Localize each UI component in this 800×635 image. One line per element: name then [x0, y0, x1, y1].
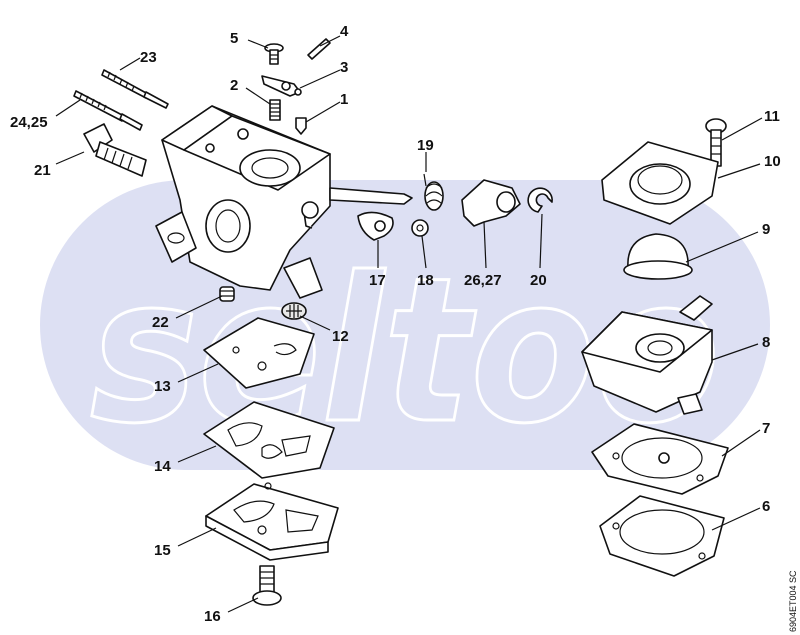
label-part-20: 20: [530, 272, 547, 289]
part-26-27-lever[interactable]: [461, 179, 521, 227]
part-17-lever[interactable]: [357, 211, 394, 241]
label-part-8: 8: [762, 334, 770, 351]
label-part-13: 13: [154, 378, 171, 395]
part-2-spring[interactable]: [269, 99, 281, 121]
part-16-screw[interactable]: [252, 565, 282, 606]
part-21-shaft[interactable]: [83, 123, 147, 177]
label-part-14: 14: [154, 458, 171, 475]
label-part-12: 12: [332, 328, 349, 345]
part-10-cover[interactable]: [601, 141, 719, 225]
label-part-3: 3: [340, 59, 348, 76]
label-part-11: 11: [764, 108, 780, 125]
label-part-15: 15: [154, 542, 171, 559]
part-14-gasket[interactable]: [203, 401, 335, 479]
label-part-5: 5: [230, 30, 238, 47]
part-13-gasket[interactable]: [203, 317, 315, 389]
part-22-jet[interactable]: [219, 286, 235, 302]
label-part-9: 9: [762, 221, 770, 238]
part-24-25-needle[interactable]: [73, 90, 143, 131]
label-part-16: 16: [204, 608, 221, 625]
label-part-4: 4: [340, 23, 349, 40]
label-part-18: 18: [417, 272, 434, 289]
label-part-6: 6: [762, 498, 770, 515]
label-part-24-25: 24,25: [10, 114, 48, 131]
part-9-bulb[interactable]: [623, 233, 693, 280]
part-7-gasket[interactable]: [591, 423, 729, 495]
label-part-17: 17: [369, 272, 386, 289]
label-part-19: 19: [417, 137, 434, 154]
part-20-clip[interactable]: [527, 187, 553, 213]
part-1-needle[interactable]: [295, 117, 307, 135]
reference-code: 6904ET004 SC: [788, 570, 798, 632]
label-part-26-27: 26,27: [464, 272, 502, 289]
label-part-1: 1: [340, 91, 348, 108]
carburetor-body[interactable]: [155, 105, 331, 299]
throttle-shaft[interactable]: [329, 187, 413, 205]
label-part-2: 2: [230, 77, 238, 94]
label-part-22: 22: [152, 314, 169, 331]
leader-lines: [55, 35, 763, 613]
part-12-strainer[interactable]: [281, 302, 307, 320]
part-11-screw[interactable]: [705, 118, 727, 167]
part-18-screw[interactable]: [411, 219, 429, 237]
part-6-gasket[interactable]: [599, 495, 725, 577]
part-23-needle[interactable]: [101, 69, 169, 109]
part-labels: 5 4 3 2 1 23 24,25 21 11 10 9 8 7 6 19 1…: [10, 23, 781, 625]
part-8-pump[interactable]: [581, 295, 713, 415]
label-part-23: 23: [140, 49, 157, 66]
part-19-spring[interactable]: [423, 173, 444, 211]
label-part-7: 7: [762, 420, 770, 437]
part-3-lever[interactable]: [261, 75, 302, 97]
part-5-screw[interactable]: [264, 43, 284, 65]
label-part-10: 10: [764, 153, 781, 170]
label-part-21: 21: [34, 162, 51, 179]
part-15-body[interactable]: [205, 482, 339, 561]
